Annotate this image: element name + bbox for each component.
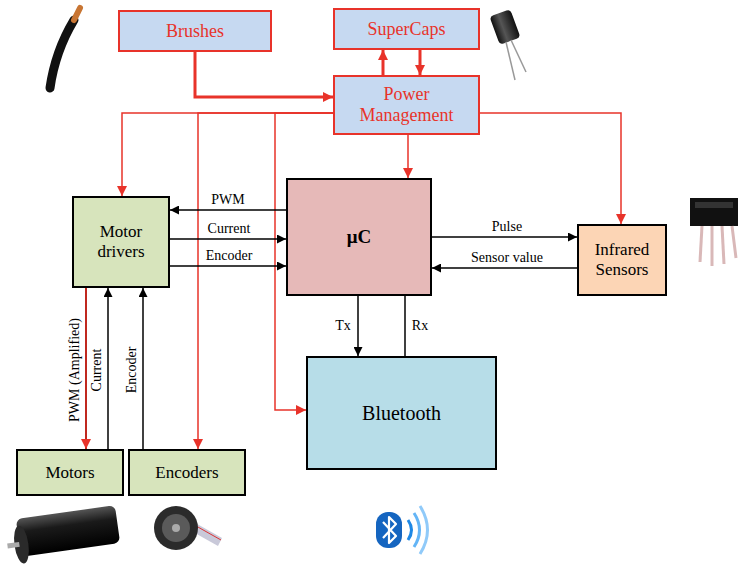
signal-label: Sensor value	[469, 250, 545, 265]
motor-shaft	[7, 542, 20, 549]
sensor-lead	[711, 226, 714, 266]
module-box: Bluetooth	[306, 356, 497, 470]
signal-arrow	[432, 267, 577, 269]
sensor-lead	[700, 226, 702, 262]
signal-label: Current	[206, 221, 253, 236]
sensor-face	[695, 202, 733, 208]
signal-arrow	[170, 265, 286, 267]
power-arrow	[382, 50, 385, 75]
encoder-hub	[172, 524, 180, 532]
infrared-sensor-picture	[690, 198, 738, 266]
signal-label: Rx	[410, 318, 430, 333]
bluetooth-rune	[383, 517, 396, 543]
power-arrow	[480, 113, 621, 224]
node-text: Infrared Sensors	[587, 240, 657, 279]
process-box: Encoders	[128, 449, 246, 496]
motor-body	[16, 505, 120, 557]
wire-copper	[74, 8, 80, 20]
signal-arrow	[107, 288, 109, 449]
sensor-lead	[732, 226, 736, 258]
wire-insulation	[50, 20, 74, 88]
signal-label: Pulse	[490, 219, 524, 234]
signal-arrow	[357, 296, 359, 356]
node-text: Motor drivers	[82, 222, 160, 261]
signal-wave	[420, 506, 428, 554]
signal-wave	[408, 520, 412, 540]
controller-box: μC	[286, 178, 432, 296]
power-box: SuperCaps	[333, 8, 480, 50]
signal-arrow	[432, 236, 577, 238]
sensor-body	[690, 198, 738, 226]
capacitor-lead	[511, 40, 526, 72]
encoder-face	[162, 514, 190, 542]
node-text: Encoders	[155, 463, 218, 483]
signal-label: Encoder	[204, 248, 255, 263]
signal-arrow	[142, 288, 144, 449]
encoder-picture	[154, 506, 222, 550]
bluetooth-icon	[376, 506, 428, 554]
power-arrow	[85, 288, 87, 449]
node-text: Bluetooth	[362, 402, 441, 425]
signal-wave	[414, 513, 420, 547]
signal-arrow	[170, 238, 286, 240]
node-text: SuperCaps	[368, 19, 446, 40]
capacitor-body	[490, 9, 521, 45]
signal-label: PWM	[209, 192, 246, 207]
process-box: Motor drivers	[72, 196, 170, 288]
power-arrow	[195, 52, 333, 97]
signal-label: Encoder	[124, 345, 139, 396]
capacitor-picture	[490, 9, 526, 80]
sensor-lead	[722, 226, 724, 264]
bluetooth-badge	[376, 512, 402, 548]
signal-arrow	[170, 209, 286, 211]
sensor-box: Infrared Sensors	[577, 224, 667, 296]
node-text: Power Management	[343, 84, 470, 125]
power-arrow	[407, 135, 409, 178]
process-box: Motors	[16, 449, 124, 496]
power-box: Power Management	[333, 75, 480, 135]
wire-picture	[50, 8, 80, 88]
node-text: Motors	[45, 463, 94, 483]
signal-label: Current	[89, 347, 104, 394]
encoder-body	[154, 506, 198, 550]
power-box: Brushes	[118, 10, 272, 52]
motor-picture	[7, 505, 120, 564]
node-text: μC	[347, 226, 372, 248]
node-text: Brushes	[166, 21, 224, 42]
power-arrow	[419, 50, 422, 75]
signal-label: PWM (Amplified)	[67, 316, 82, 424]
signal-label: Tx	[333, 318, 353, 333]
capacitor-lead	[506, 42, 515, 80]
